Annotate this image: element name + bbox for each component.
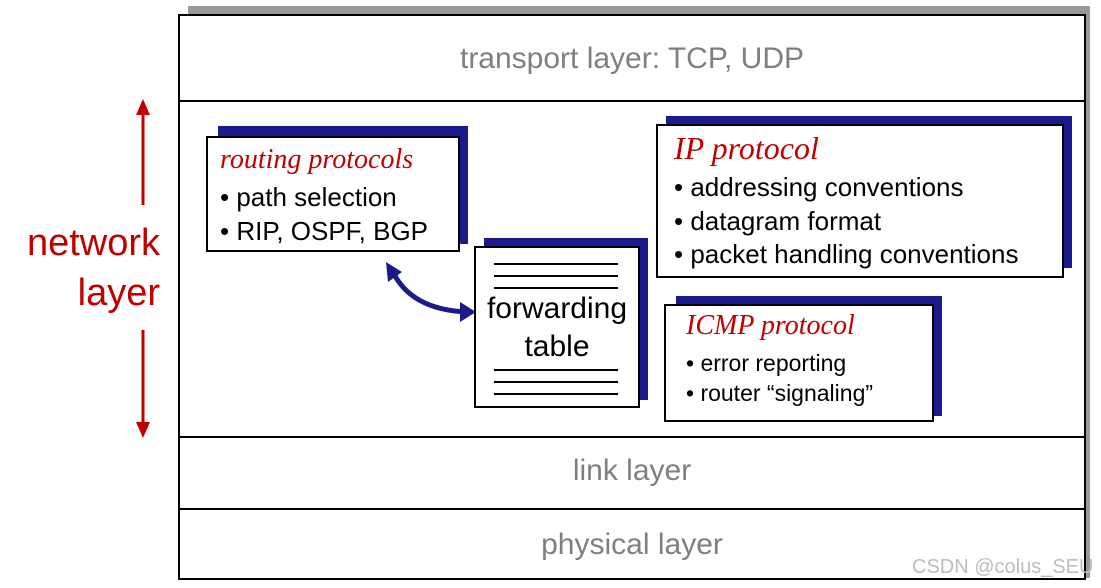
ip-item: • addressing conventions (674, 172, 964, 202)
table-rule-lines-top (494, 263, 618, 289)
link-divider (180, 508, 1084, 510)
transport-divider (180, 100, 1084, 102)
outer-frame-shadow-right (1082, 6, 1090, 578)
routing-to-table-arrow (386, 262, 476, 322)
network-divider (180, 436, 1084, 438)
routing-protocols-card: routing protocols • path selection • RIP… (206, 136, 460, 252)
forwarding-line1: forwarding (486, 292, 628, 325)
physical-layer-label: physical layer (541, 528, 723, 561)
routing-item: • RIP, OSPF, BGP (220, 216, 429, 246)
transport-layer-label: transport layer: TCP, UDP (459, 42, 805, 75)
network-label-line1: network (26, 222, 160, 264)
table-rule-lines-bottom (494, 369, 618, 395)
icmp-protocol-card: ICMP protocol • error reporting • router… (664, 304, 934, 422)
forwarding-line2: table (524, 330, 590, 363)
ip-item: • datagram format (674, 206, 882, 236)
network-layer-arrow (136, 99, 150, 438)
ip-item: • packet handling conventions (674, 239, 1019, 269)
routing-title: routing protocols (220, 144, 414, 175)
link-layer-label: link layer (572, 454, 692, 487)
ip-protocol-card: IP protocol • addressing conventions • d… (656, 124, 1064, 278)
ip-title: IP protocol (674, 130, 819, 166)
routing-item: • path selection (220, 182, 397, 212)
icmp-title: ICMP protocol (686, 310, 855, 341)
network-layer-label: network layer (0, 218, 160, 318)
icmp-item: • router “signaling” (686, 380, 874, 406)
forwarding-table-card: forwarding table (474, 246, 640, 408)
network-label-line2: layer (77, 272, 160, 314)
watermark: CSDN @colus_SEU (912, 556, 1094, 578)
icmp-item: • error reporting (686, 350, 847, 376)
